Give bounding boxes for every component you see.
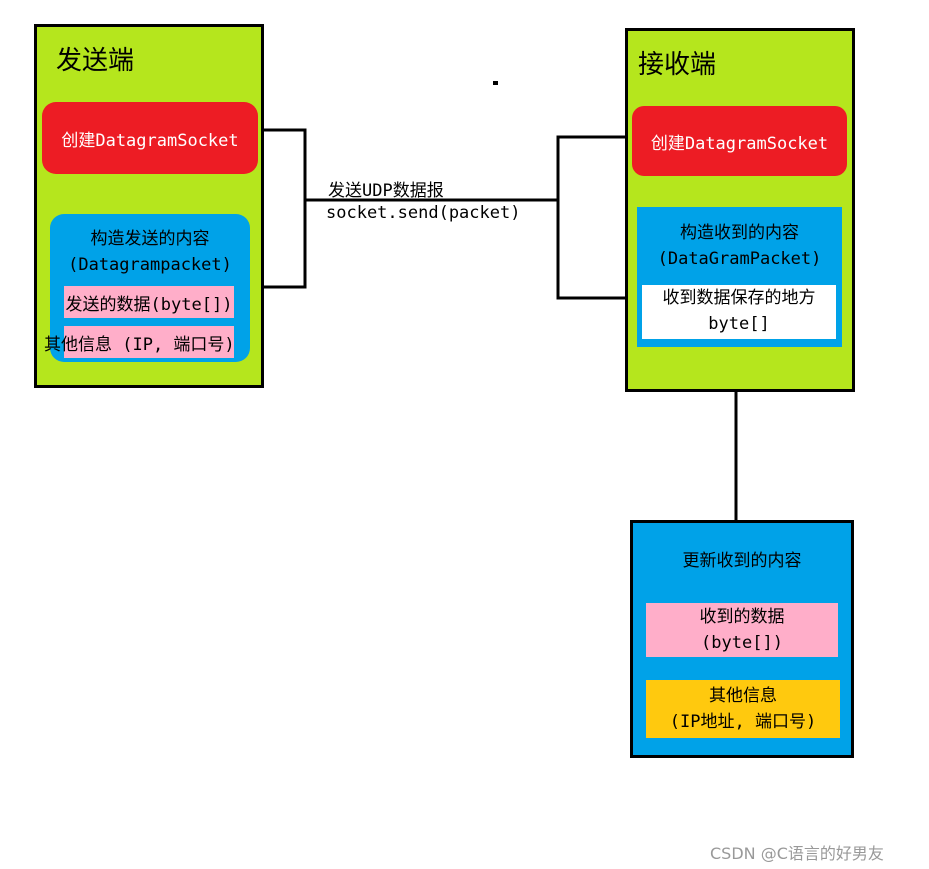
sender-title: 发送端 [56, 46, 135, 76]
sender-data-field-label: 发送的数据(byte[]) [65, 294, 233, 315]
sender-packet-title: 构造发送的内容 [90, 229, 210, 249]
update-other-line2: (IP地址, 端口号) [669, 712, 817, 732]
sender-bracket-line [258, 128, 307, 289]
sender-create-socket-label: 创建DatagramSocket [61, 130, 239, 151]
receiver-storage-line1: 收到数据保存的地方 [662, 288, 816, 308]
receiver-title: 接收端 [638, 50, 717, 80]
update-other-box: 其他信息 (IP地址, 端口号) [646, 680, 840, 738]
transfer-label-1: 发送UDP数据报 [328, 181, 444, 201]
sender-other-info: 其他信息 (IP, 端口号) [44, 326, 235, 358]
update-data-line1: 收到的数据 [699, 607, 785, 627]
watermark-text: CSDN @C语言的好男友 [710, 844, 884, 863]
sender-data-field: 发送的数据(byte[]) [64, 286, 234, 318]
receiver-create-socket: 创建DatagramSocket [632, 106, 847, 176]
stray-dot [493, 81, 498, 85]
transfer-label-2: socket.send(packet) [326, 203, 521, 223]
update-data-line2: (byte[]) [701, 633, 783, 653]
update-data-box: 收到的数据 (byte[]) [646, 603, 838, 657]
receiver-storage-box: 收到数据保存的地方 byte[] [642, 285, 836, 339]
sender-create-socket: 创建DatagramSocket [42, 102, 258, 174]
update-other-line1: 其他信息 [709, 686, 777, 706]
sender-other-info-label: 其他信息 (IP, 端口号) [44, 334, 235, 355]
update-title: 更新收到的内容 [682, 551, 802, 571]
receiver-storage-line2: byte[] [708, 314, 770, 334]
receiver-bracket-line [556, 135, 642, 300]
receiver-create-socket-label: 创建DatagramSocket [650, 133, 829, 154]
sender-packet-class: (Datagrampacket) [68, 255, 232, 275]
receiver-packet-class: (DataGramPacket) [657, 249, 822, 269]
receiver-packet-title: 构造收到的内容 [680, 223, 799, 243]
